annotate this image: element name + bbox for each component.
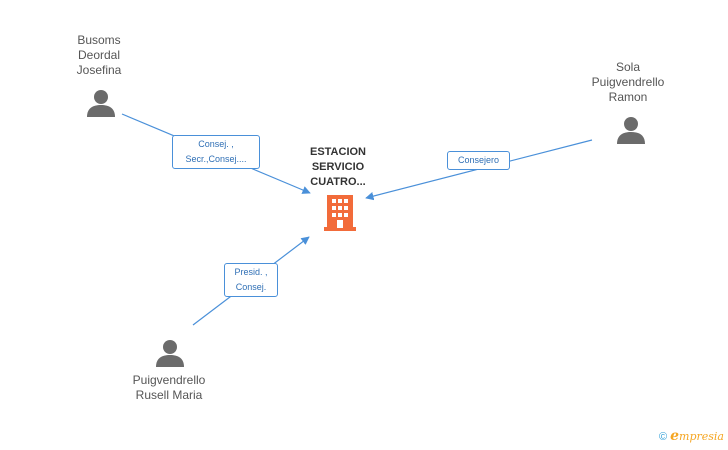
person-label-busoms[interactable]: Busoms Deordal Josefina [60, 33, 138, 78]
person-name-line: Rusell Maria [135, 388, 203, 402]
person-name-line: Puigvendrello [591, 75, 665, 89]
person-name-line: Ramon [608, 90, 648, 104]
person-icon[interactable] [616, 115, 646, 145]
person-name-line: Puigvendrello [132, 373, 206, 387]
person-icon[interactable] [86, 88, 116, 118]
edge-label-puigvendrello[interactable]: Presid. , Consej. [224, 263, 278, 297]
edge-label-line: Consejero [457, 155, 500, 165]
person-name-line: Sola [615, 60, 641, 74]
person-label-puigvendrello[interactable]: Puigvendrello Rusell Maria [124, 373, 214, 403]
company-name-line: SERVICIO [311, 161, 365, 173]
edge-label-line: Secr.,Consej.... [185, 154, 247, 164]
person-name-line: Busoms [77, 33, 121, 47]
brand-initial: e [670, 428, 680, 444]
edge-label-sola[interactable]: Consejero [447, 151, 510, 170]
person-label-sola[interactable]: Sola Puigvendrello Ramon [586, 60, 670, 105]
edge-label-line: Consej. , [198, 139, 234, 149]
building-icon[interactable] [323, 195, 357, 231]
copyright-symbol: © [659, 431, 668, 443]
company-name-line: ESTACION [309, 146, 367, 158]
person-name-line: Deordal [77, 48, 121, 62]
company-label[interactable]: ESTACION SERVICIO CUATRO... [296, 145, 380, 190]
company-name-line: CUATRO... [310, 176, 366, 188]
edge-label-busoms[interactable]: Consej. , Secr.,Consej.... [172, 135, 260, 169]
edge-label-line: Consej. [235, 282, 267, 292]
person-name-line: Josefina [76, 63, 122, 77]
brand-logo: ©empresia [659, 428, 724, 444]
person-icon[interactable] [155, 338, 185, 368]
brand-name: mpresia [679, 430, 724, 443]
edge-label-line: Presid. , [234, 267, 268, 277]
